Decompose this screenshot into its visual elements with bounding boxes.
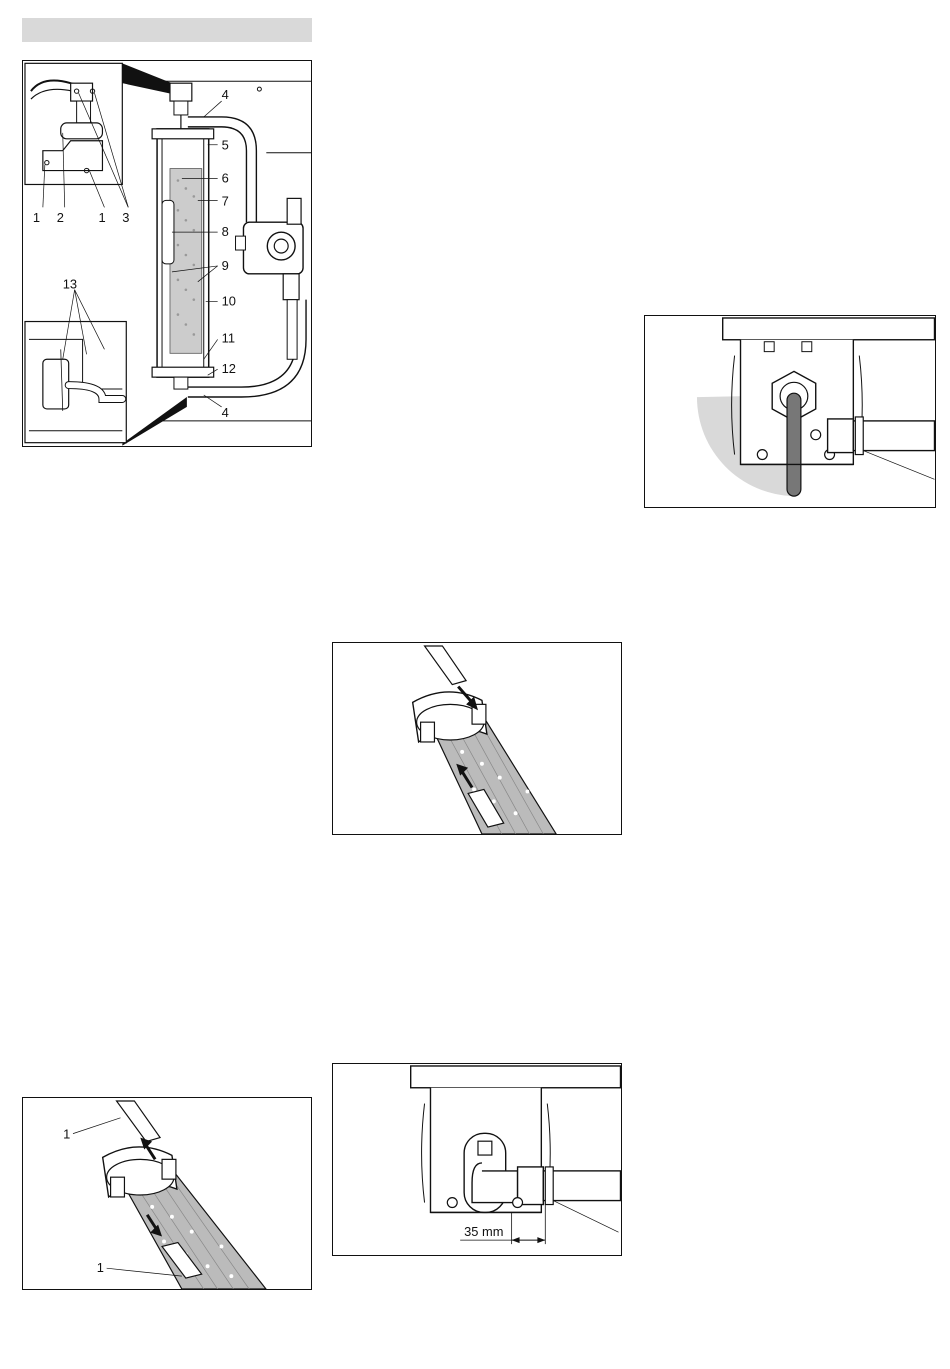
callout-13: 13 <box>63 277 77 292</box>
callout-5: 5 <box>222 138 229 153</box>
callout-9: 9 <box>222 258 229 273</box>
callout-8: 8 <box>222 224 229 239</box>
drain-lever-drawing <box>645 316 935 507</box>
callout-12: 12 <box>222 361 236 376</box>
callout-4-bottom: 4 <box>222 405 229 420</box>
callout-10: 10 <box>222 294 236 309</box>
figure-hose-clamp: 35 mm <box>332 1063 622 1256</box>
section-header-bar <box>22 18 312 42</box>
callout-2: 2 <box>57 210 64 225</box>
callout-7: 7 <box>222 193 229 208</box>
figure-drain-lever <box>644 315 936 508</box>
figure-filter-assembly: 1 2 1 3 13 4 5 6 7 8 9 10 11 12 4 <box>22 60 312 447</box>
figure-filter-insertion <box>332 642 622 835</box>
hose-clamp-drawing: 35 mm <box>333 1064 621 1255</box>
callout-4-top: 4 <box>222 87 229 102</box>
callout-1-right: 1 <box>98 210 105 225</box>
callout-1-upper-clip: 1 <box>63 1127 70 1142</box>
filter-assembly-drawing: 1 2 1 3 13 4 5 6 7 8 9 10 11 12 4 <box>23 61 311 446</box>
callout-11: 11 <box>222 330 235 345</box>
callout-6: 6 <box>222 170 229 185</box>
figure-filter-removal: 1 1 <box>22 1097 312 1290</box>
callout-3: 3 <box>122 210 129 225</box>
callout-1-lower-clip: 1 <box>97 1260 104 1275</box>
filter-removal-drawing: 1 1 <box>23 1098 311 1289</box>
callout-1-left: 1 <box>33 210 40 225</box>
dimension-35mm: 35 mm <box>464 1224 503 1239</box>
filter-insertion-drawing <box>333 643 621 834</box>
